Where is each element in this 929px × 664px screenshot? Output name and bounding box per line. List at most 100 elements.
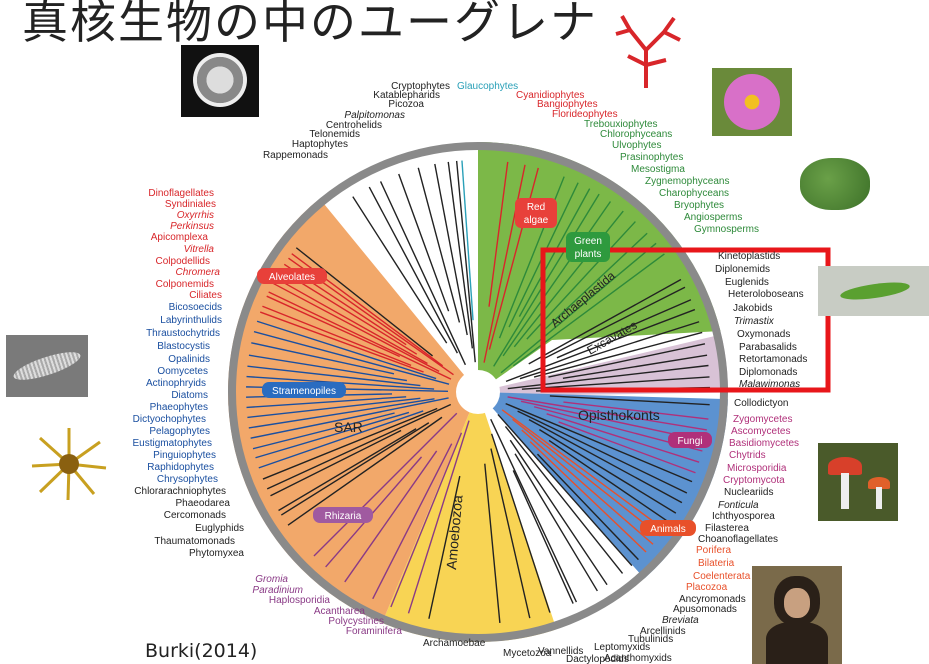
taxon-label: Nucleariids (724, 487, 773, 498)
badge-fungi-text: Fungi (677, 436, 702, 447)
taxon-label: Archamoebae (423, 638, 486, 649)
taxon-label: Charophyceans (659, 188, 729, 199)
taxon-label: Euglenids (725, 277, 769, 288)
taxon-label: Angiosperms (684, 212, 742, 223)
taxon-label: Trimastix (734, 316, 775, 327)
taxon-label: Pinguiophytes (153, 450, 216, 461)
taxon-label: Chlorarachniophytes (134, 486, 226, 497)
taxon-label: Polycystines (328, 616, 384, 627)
taxon-label: Malawimonas (739, 379, 800, 390)
taxon-label: Acantharea (314, 606, 366, 617)
badge-animals-text: Animals (650, 524, 686, 535)
taxon-label: Rappemonads (263, 150, 328, 161)
taxon-label: Diplonemids (715, 264, 770, 275)
taxon-label: Basidiomycetes (729, 438, 799, 449)
taxon-label: Chytrids (729, 450, 766, 461)
taxon-label: Phaeophytes (150, 402, 208, 413)
taxon-label: Opalinids (168, 354, 210, 365)
taxon-label: Apicomplexa (151, 232, 209, 243)
label-diaphoretickes: Diaphoretickes (227, 183, 268, 247)
badge-red-algae-line1: Red (527, 202, 545, 213)
taxon-label: Filasterea (705, 523, 749, 534)
taxon-label: Raphidophytes (147, 462, 214, 473)
taxon-label: Haplosporidia (269, 595, 331, 606)
taxon-label: Mesostigma (631, 164, 685, 175)
taxon-label: Leptomyxids (594, 642, 650, 653)
taxon-label: Paradinium (252, 585, 303, 596)
taxon-label: Heteroloboseans (728, 289, 804, 300)
taxon-label: Gymnosperms (694, 224, 759, 235)
taxon-label: Parabasalids (739, 342, 797, 353)
euglena-photo (818, 266, 929, 316)
label-opisthokonts: Opisthokonts (578, 407, 660, 423)
diatom-photo (6, 335, 88, 397)
taxon-label: Cercomonads (164, 510, 226, 521)
badge-alveolates-text: Alveolates (269, 272, 315, 283)
taxon-label: Oomycetes (157, 366, 208, 377)
taxon-label: Dictyochophytes (133, 414, 206, 425)
badge-green-plants-line1: Green (574, 236, 602, 247)
taxon-label: Diatoms (171, 390, 208, 401)
taxon-label: Ascomycetes (731, 426, 790, 437)
taxon-label: Thraustochytrids (146, 328, 220, 339)
taxon-label: Picozoa (388, 99, 424, 110)
taxon-label: Coelenterata (693, 571, 751, 582)
chimpanzee-photo (752, 566, 842, 664)
taxon-label: Haptophytes (292, 139, 348, 150)
cosmos-flower-photo (712, 68, 792, 136)
taxon-label: Oxymonads (737, 329, 790, 340)
taxon-label: Diplomonads (739, 367, 797, 378)
red-algae-photo (610, 10, 682, 88)
taxon-label: Ichthyosporea (712, 511, 775, 522)
taxon-label: Apusomonads (673, 604, 737, 615)
taxon-label: Oxyrrhis (177, 210, 214, 221)
taxon-label: Phaeodarea (176, 498, 231, 509)
taxon-label: Bilateria (698, 558, 735, 569)
taxon-label: Syndiniales (165, 199, 216, 210)
citation: Burki(2014) (145, 640, 257, 662)
taxon-label: Zygnemophyceans (645, 176, 730, 187)
taxon-label: Choanoflagellates (698, 534, 778, 545)
taxon-label: Pelagophytes (149, 426, 210, 437)
mushroom-photo (818, 443, 898, 521)
taxon-label: Microsporidia (727, 463, 787, 474)
taxon-label: Dinoflagellates (148, 188, 214, 199)
taxon-label: Ulvophytes (612, 140, 661, 151)
center-hub (456, 370, 500, 414)
taxon-label: Foraminifera (346, 626, 403, 637)
taxon-label: Mycetozoa (503, 648, 552, 659)
taxon-label: Actinophryids (146, 378, 206, 389)
taxon-label: Kinetoplastids (718, 251, 780, 262)
taxon-label: Colpodellids (156, 256, 210, 267)
leaf-plant-photo (790, 150, 878, 218)
taxon-label: Chromera (176, 267, 221, 278)
badge-red-algae-line2: algae (524, 215, 549, 226)
label-sar: SAR (334, 419, 363, 435)
taxon-label: Prasinophytes (620, 152, 683, 163)
brown-alga-photo (28, 424, 110, 502)
taxon-label: Collodictyon (734, 398, 788, 409)
taxon-label: Perkinsus (170, 221, 214, 232)
taxon-label: Bryophytes (674, 200, 724, 211)
taxon-label: Blastocystis (157, 341, 210, 352)
taxon-label: Porifera (696, 545, 731, 556)
badge-rhizaria-text: Rhizaria (325, 511, 362, 522)
taxon-label: Jakobids (733, 303, 772, 314)
taxon-label: Retortamonads (739, 354, 807, 365)
badge-stramenopiles-text: Stramenopiles (272, 386, 336, 397)
taxon-label: Ciliates (189, 290, 222, 301)
taxon-label: Gromia (255, 574, 288, 585)
taxon-label: Placozoa (686, 582, 728, 593)
taxon-label: Fonticula (718, 500, 759, 511)
coccolithophore-photo (181, 45, 259, 117)
taxon-label: Chlorophyceans (600, 129, 672, 140)
badge-green-plants-line2: plants (575, 249, 602, 260)
taxon-label: Glaucophytes (457, 81, 518, 92)
taxon-label: Eustigmatophytes (133, 438, 213, 449)
taxon-label: Vitrella (184, 244, 215, 255)
taxon-label: Bicosoecids (169, 302, 222, 313)
taxon-label: Zygomycetes (733, 414, 792, 425)
taxon-label: Cryptomycota (723, 475, 785, 486)
taxon-label: Breviata (662, 615, 699, 626)
taxon-label: Phytomyxea (189, 548, 244, 559)
